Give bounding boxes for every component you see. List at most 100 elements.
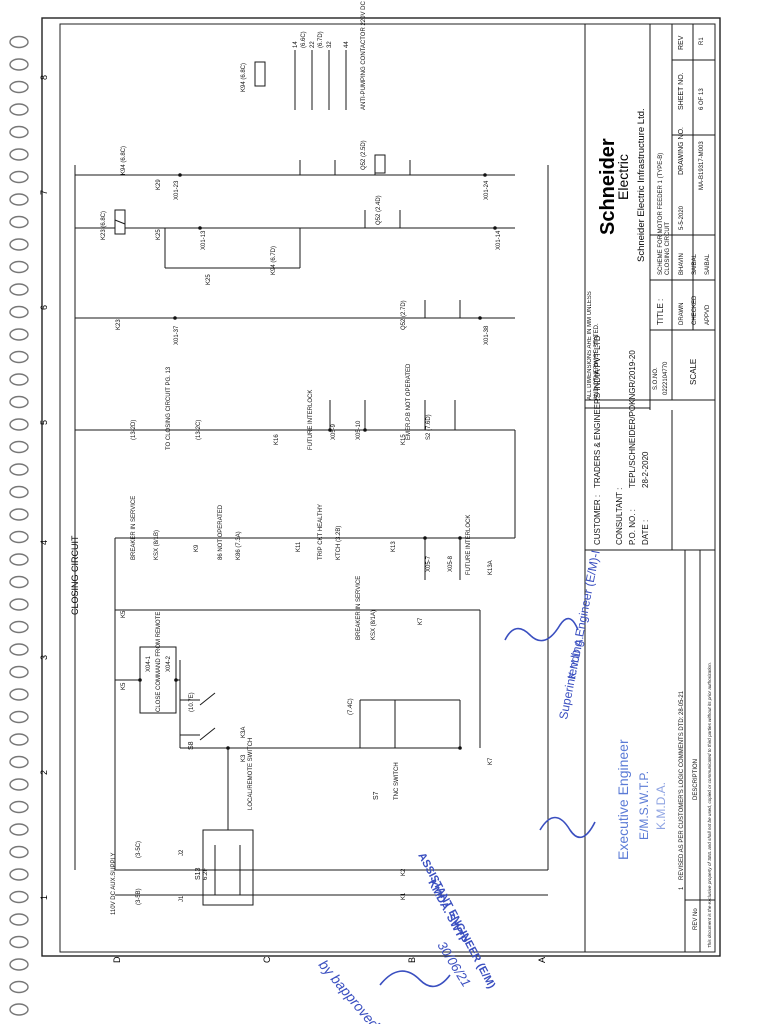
binding-hole xyxy=(9,643,29,656)
rev-value: R1 xyxy=(699,37,705,45)
terminal-label: X01-13 xyxy=(201,230,207,250)
asst-stamp-sub: KMDA. SWTP xyxy=(425,878,469,946)
contactor-caption: ANTI-PUMPING CONTACTOR 220V DC xyxy=(361,1,367,110)
po-value: TEPL/SCHNEIDER/POKNGR/2019-20 xyxy=(628,350,637,488)
wire-label: K3 xyxy=(241,754,247,762)
rev-desc-label: DESCRIPTION xyxy=(693,759,699,800)
wire-label: K9 xyxy=(194,544,200,552)
terminal-label: (13-2C) xyxy=(196,420,202,440)
binding-hole xyxy=(9,418,29,431)
exec-stamp-line2: E/M.S.W.T.P. xyxy=(637,771,651,840)
terminal-label: X05-9 xyxy=(331,423,337,440)
binding-hole xyxy=(9,530,29,544)
binding-hole xyxy=(9,1003,29,1016)
binding-hole xyxy=(9,193,29,206)
customer-label: CUSTOMER : xyxy=(593,495,602,545)
wire-label: K3A xyxy=(241,727,247,738)
binding-hole xyxy=(9,350,29,364)
drawn-label: DRAWN xyxy=(679,303,685,325)
schematic-labels: 110V DC AUX.SUPPLY (3-5B) (3-5C) J1 J2 K… xyxy=(101,1,502,915)
contact-tag: (6.6C) xyxy=(301,31,307,48)
sheet-value: 6 OF 13 xyxy=(699,88,705,110)
checked-by: SAIBAL xyxy=(692,253,698,275)
grid-labels: 8 7 6 5 4 3 2 1 D C B A xyxy=(39,75,547,963)
contact-label: K86 (7.3A) xyxy=(236,531,242,560)
terminal-label: X05-10 xyxy=(356,420,362,440)
wire-label: K7 xyxy=(418,617,424,625)
wire-label: K11 xyxy=(296,541,302,552)
contact-tag: (6.7D) xyxy=(318,31,324,48)
rev-label: REV xyxy=(678,35,685,50)
binding-hole xyxy=(9,103,29,116)
binding-hole xyxy=(9,553,29,566)
contact-label: Q52 (2.4D) xyxy=(376,195,382,225)
contact-label: KTCH (3.2B) xyxy=(336,526,342,560)
contact-label: KSX (8/1A) xyxy=(371,610,377,640)
binding-hole xyxy=(9,485,29,499)
drawing-no-label: DRAWING NO. xyxy=(678,127,685,175)
po-label: P.O. NO. : xyxy=(628,509,637,545)
binding-hole xyxy=(9,890,29,904)
binding-hole xyxy=(9,328,29,341)
contactor-label: K94 (6.8C) xyxy=(241,63,247,92)
col-number: 5 xyxy=(39,420,49,425)
binding-hole xyxy=(9,620,29,634)
wire-label: K2 xyxy=(401,868,407,876)
binding-hole xyxy=(9,665,29,679)
binding-hole xyxy=(9,238,29,251)
remote-caption: CLOSE COMMAND FROM REMOTE xyxy=(156,612,162,712)
contact-label: KSX (8/1B) xyxy=(154,530,160,560)
inner-frame xyxy=(59,23,716,953)
binding-hole xyxy=(9,80,29,94)
wire-label: K25 xyxy=(206,274,212,285)
project-block: CUSTOMER : TRADERS & ENGINEERS INDIA PVT… xyxy=(593,335,650,545)
binding-hole xyxy=(9,598,29,611)
title-block-grid xyxy=(584,24,715,952)
row-letter: D xyxy=(112,956,122,963)
contact-caption: BREAKER IN SERVICE xyxy=(131,496,137,560)
wire-label: K7 xyxy=(488,757,494,765)
contact-number: 14 xyxy=(293,41,299,48)
binding-hole xyxy=(9,148,29,161)
subtitle-value: CLOSING CIRCUIT xyxy=(665,222,671,275)
terminal-label: X01-38 xyxy=(484,325,490,345)
row-letter: A xyxy=(537,957,547,963)
consultant-label: CONSULTANT : xyxy=(615,488,624,545)
terminal-label: (3-5B) xyxy=(136,888,142,905)
terminal-label: X04-2 xyxy=(166,655,172,672)
switch-caption: LOCAL/REMOTE SWITCH xyxy=(248,738,254,810)
checked-label: CHECKED xyxy=(692,295,698,325)
sono-label: S.O.NO. xyxy=(653,367,659,390)
switch-tag: (7.4C) xyxy=(348,698,354,715)
contact-label: Q52 (2.7D) xyxy=(401,300,407,330)
contact-label: S2 (7.6D) xyxy=(426,414,432,440)
switch-label: S8 xyxy=(188,741,195,750)
notes-block: ALL DIMENSIONS ARE IN MM UNLESS AND OTHE… xyxy=(587,291,698,400)
terminal-label: (13-2D) xyxy=(131,420,137,440)
drawn-date: 5-5-2020 xyxy=(679,205,685,230)
binding-hole xyxy=(9,508,29,521)
coil-label: K23 (6.8C) xyxy=(101,211,107,240)
contact-caption: BREAKER IN SERVICE xyxy=(356,576,362,640)
binding-hole xyxy=(9,260,29,274)
binding-hole xyxy=(9,845,29,859)
binding-hole xyxy=(9,868,29,881)
col-number: 3 xyxy=(39,655,49,660)
binding-hole xyxy=(9,440,29,454)
brand-logo-sub: Electric xyxy=(615,154,631,200)
sheet-label: SHEET NO. xyxy=(678,72,685,110)
binding-hole xyxy=(9,710,29,724)
contact-caption: TRIP CKT HEALTHY xyxy=(318,504,324,560)
wire-label: K15 xyxy=(401,434,407,445)
binding-hole xyxy=(9,800,29,814)
revision-block: 1 REVISED AS PER CUSTOMER'S LOGIC COMMEN… xyxy=(679,662,712,948)
wire-label: K29 xyxy=(156,179,162,190)
supt-stamp: Superintending Engineer (E/M)-I xyxy=(556,549,603,721)
contact-number: 44 xyxy=(344,41,350,48)
row-letter: B xyxy=(407,957,417,963)
binding-hole xyxy=(9,125,29,139)
binding-hole xyxy=(9,373,29,386)
terminal-label: J1 xyxy=(179,895,185,902)
wire-label: K5 xyxy=(121,610,127,618)
row-letter: C xyxy=(262,956,272,963)
